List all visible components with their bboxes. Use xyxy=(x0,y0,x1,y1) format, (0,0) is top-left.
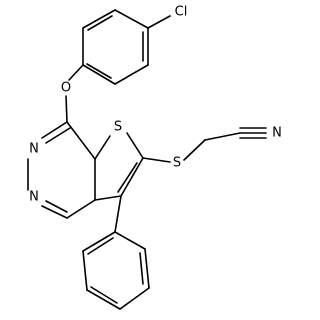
ether-oxygen-atom-label: O xyxy=(61,81,71,96)
c-s-bond xyxy=(142,157,171,163)
thiophene-phenyl-bond xyxy=(114,195,122,233)
pyrimidine-nitrogen-upper-label: N xyxy=(29,142,39,157)
chlorophenyl-ring xyxy=(82,9,149,85)
pyrimidine-ring xyxy=(27,121,96,219)
thiophene-ring xyxy=(94,132,144,201)
chlorine-atom-label: Cl xyxy=(175,5,188,20)
aryl-o-bond xyxy=(68,64,84,81)
pyrimidine-nitrogen-lower-label: N xyxy=(29,190,39,205)
ch2-cn-bond xyxy=(204,132,241,141)
s-ch2-bond xyxy=(183,139,206,161)
phenyl-ring xyxy=(82,231,150,310)
c-cl-bond xyxy=(147,15,171,29)
nitrile-nitrogen-atom-label: N xyxy=(272,126,282,141)
nitrile-triple-bond xyxy=(239,127,267,139)
thiophene-sulfur-atom-label: S xyxy=(114,120,122,135)
chemical-structure-diagram: Cl O N N S S N xyxy=(27,5,282,310)
o-pyrimidine-bond xyxy=(65,95,68,123)
thioether-sulfur-atom-label: S xyxy=(173,156,181,171)
